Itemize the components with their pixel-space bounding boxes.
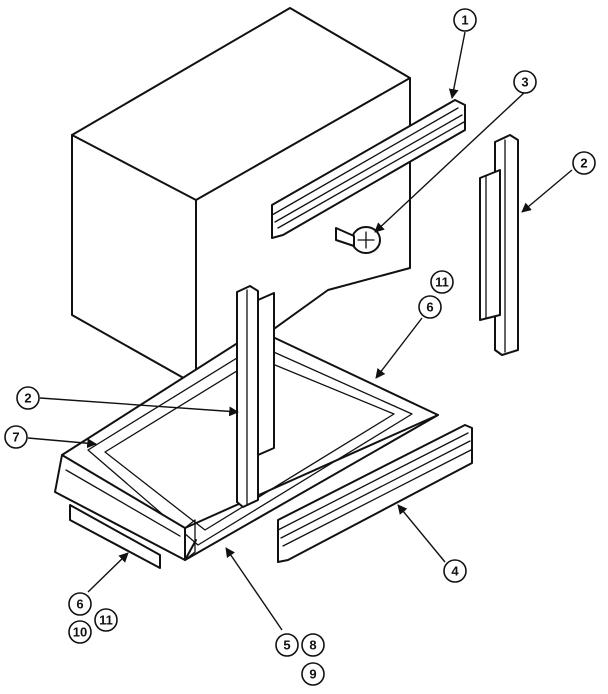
callout-6-bottom: 6: [68, 592, 92, 616]
post-2-left: [236, 285, 275, 508]
callout-7-label: 7: [12, 430, 19, 445]
rail-4: [277, 424, 473, 563]
callout-6-top: 6: [418, 295, 442, 319]
callout-1-label: 1: [461, 13, 468, 28]
leader-lines: [27, 31, 573, 631]
callout-3-label: 3: [521, 75, 528, 90]
callout-4: 4: [443, 559, 467, 583]
callout-11-bottom-label: 11: [99, 613, 113, 628]
callout-10: 10: [68, 620, 92, 644]
callout-10-label: 10: [73, 625, 87, 640]
callout-9-label: 9: [309, 667, 316, 682]
callout-9: 9: [301, 662, 325, 686]
callout-3: 3: [513, 70, 537, 94]
callout-8: 8: [301, 633, 325, 657]
callout-11-top: 11: [430, 270, 454, 294]
screw-3: [335, 226, 381, 254]
callout-1: 1: [453, 8, 477, 32]
callout-11-bottom: 11: [94, 608, 118, 632]
callout-8-label: 8: [309, 638, 316, 653]
callout-6-top-label: 6: [426, 300, 433, 315]
callout-11-top-label: 11: [435, 275, 449, 290]
callout-2-right: 2: [572, 151, 596, 175]
cabinet-box: [71, 7, 411, 386]
callout-5-label: 5: [283, 638, 290, 653]
callout-2-right-label: 2: [580, 156, 587, 171]
callout-4-label: 4: [451, 564, 459, 579]
rail-1: [271, 99, 466, 239]
callout-2-left: 2: [16, 386, 40, 410]
callout-7: 7: [4, 425, 28, 449]
callout-2-left-label: 2: [24, 391, 31, 406]
callout-6-bottom-label: 6: [76, 597, 83, 612]
post-2-right: [479, 134, 519, 356]
callout-5: 5: [275, 633, 299, 657]
